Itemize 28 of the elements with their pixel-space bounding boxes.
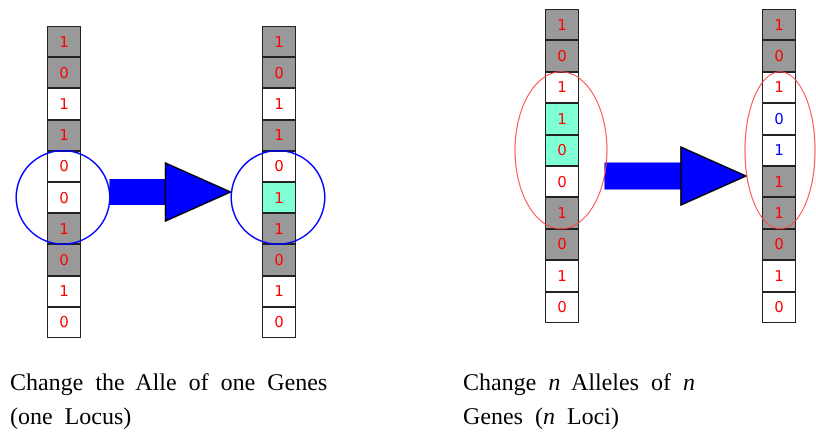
block-arrow [604,146,747,206]
highlight-circle [15,150,111,245]
highlight-ellipse [514,71,608,230]
highlight-circle [230,150,326,245]
gene-cell: 1 [262,120,296,151]
gene-cell: 0 [545,40,579,72]
gene-cell: 1 [762,260,796,292]
gene-cell: 1 [47,120,81,151]
gene-cell: 0 [262,57,296,88]
highlight-ellipse [744,71,816,230]
gene-cell: 1 [545,9,579,40]
gene-cell: 1 [262,88,296,120]
gene-cell: 1 [47,88,81,120]
gene-cell: 1 [762,9,796,40]
gene-cell: 1 [262,276,296,307]
caption: Change the Alle of one Genes (one Locus) [10,369,328,432]
caption: Change n Alleles of n Genes (n Loci) [463,369,696,432]
gene-cell: 1 [47,276,81,307]
block-arrow [109,162,232,222]
gene-cell: 0 [762,40,796,72]
gene-cell: 0 [47,57,81,88]
gene-cell: 1 [47,26,81,58]
gene-cell: 0 [47,244,81,276]
gene-cell: 1 [545,260,579,292]
gene-cell: 0 [545,228,579,260]
gene-cell: 1 [262,26,296,58]
gene-cell: 0 [262,244,296,276]
gene-cell: 0 [762,228,796,260]
